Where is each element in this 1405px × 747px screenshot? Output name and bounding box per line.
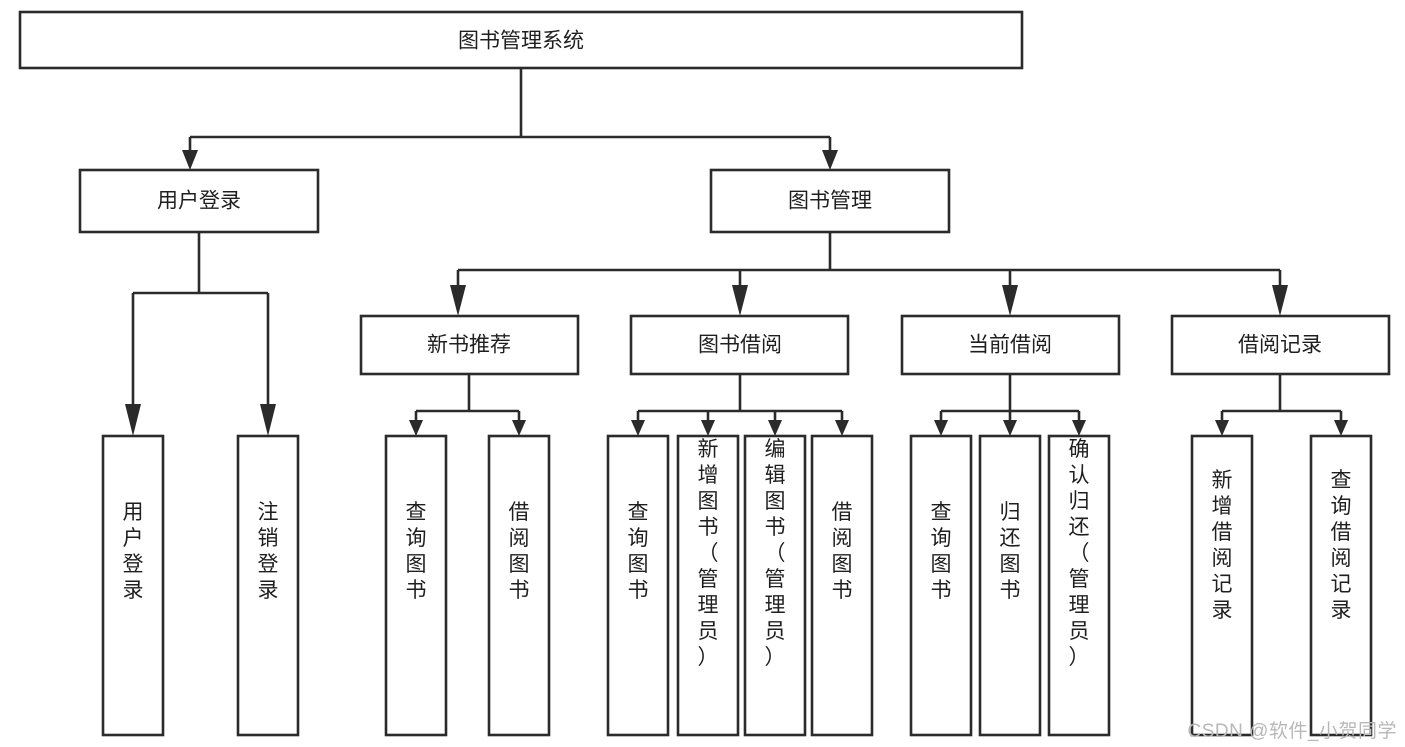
leaf-label: 归还图书 — [1000, 501, 1021, 602]
node-root-label: 图书管理系统 — [458, 30, 584, 53]
arrowhead-icon — [450, 285, 466, 316]
node-book-management-box[interactable] — [709, 168, 951, 234]
leaf-box[interactable] — [978, 434, 1042, 737]
arrowhead-icon — [1072, 420, 1086, 436]
node-current-borrow-label: 当前借阅 — [968, 334, 1052, 357]
leaf-label: 查询图书 — [628, 501, 649, 602]
arrowhead-icon — [260, 404, 276, 436]
leaf-label: 查询图书 — [931, 501, 952, 602]
node-book-borrow-label: 图书借阅 — [698, 334, 782, 357]
leaf-box[interactable] — [1047, 434, 1111, 737]
leaf-box[interactable] — [676, 434, 740, 737]
node-book-management-label: 图书管理 — [788, 190, 872, 213]
leaf-box[interactable] — [810, 434, 874, 737]
node-current-borrow[interactable]: 当前借阅 — [900, 314, 1121, 376]
node-user-login-box[interactable] — [78, 168, 320, 234]
leaf-label: 注销登录 — [258, 501, 279, 602]
node-book-borrow[interactable]: 图书借阅 — [629, 314, 850, 376]
arrowhead-icon — [768, 420, 782, 436]
leaf-new-book-1[interactable]: 查询图书 — [384, 434, 448, 737]
leaf-label: 新增图书（管理员） — [698, 438, 719, 669]
leaf-box[interactable] — [1190, 434, 1254, 737]
leaf-box[interactable] — [606, 434, 670, 737]
node-new-book-recommend[interactable]: 新书推荐 — [359, 314, 580, 376]
leaf-label: 用户登录 — [123, 501, 144, 602]
node-borrow-record-label: 借阅记录 — [1238, 334, 1322, 357]
csdn-watermark: CSDN @软件_小贺同学 — [1187, 721, 1397, 742]
arrowhead-icon — [1215, 420, 1229, 436]
node-new-book-recommend-label: 新书推荐 — [427, 334, 511, 357]
leaf-book-borrow-3[interactable]: 编辑图书（管理员） — [743, 434, 807, 737]
arrowhead-icon — [631, 420, 645, 436]
leaf-box[interactable] — [487, 434, 551, 737]
leaf-current-borrow-3[interactable]: 确认归还（管理员） — [1047, 434, 1111, 737]
leaf-new-book-2[interactable]: 借阅图书 — [487, 434, 551, 737]
leaf-box[interactable] — [101, 434, 165, 737]
leaf-label: 查询图书 — [406, 501, 427, 602]
node-new-book-recommend-box[interactable] — [359, 314, 580, 376]
leaf-user-login-1[interactable]: 用户登录 — [101, 434, 165, 737]
arrowhead-icon — [732, 285, 748, 316]
leaf-label: 借阅图书 — [509, 501, 530, 602]
arrowhead-icon — [934, 420, 948, 436]
arrowhead-icon — [409, 420, 423, 436]
leaf-book-borrow-2[interactable]: 新增图书（管理员） — [676, 434, 740, 737]
leaf-current-borrow-1[interactable]: 查询图书 — [909, 434, 973, 737]
arrowhead-icon — [835, 420, 849, 436]
leaf-book-borrow-1[interactable]: 查询图书 — [606, 434, 670, 737]
node-borrow-record-box[interactable] — [1170, 314, 1391, 376]
node-root-box[interactable] — [18, 10, 1024, 70]
leaf-user-login-2[interactable]: 注销登录 — [236, 434, 300, 737]
leaf-label: 新增借阅记录 — [1212, 469, 1233, 622]
arrowhead-icon — [822, 150, 838, 170]
node-current-borrow-box[interactable] — [900, 314, 1121, 376]
node-user-login-label: 用户登录 — [157, 190, 241, 213]
leaf-box[interactable] — [236, 434, 300, 737]
leaf-label: 查询借阅记录 — [1331, 469, 1352, 622]
node-borrow-record[interactable]: 借阅记录 — [1170, 314, 1391, 376]
leaf-current-borrow-2[interactable]: 归还图书 — [978, 434, 1042, 737]
arrowhead-icon — [1334, 420, 1348, 436]
arrowhead-icon — [1003, 420, 1017, 436]
leaf-label: 编辑图书（管理员） — [765, 438, 786, 669]
arrowhead-icon — [182, 150, 198, 170]
arrowheads-group — [125, 150, 1348, 436]
leaf-borrow-record-1[interactable]: 新增借阅记录 — [1190, 434, 1254, 737]
arrowhead-icon — [701, 420, 715, 436]
node-user-login[interactable]: 用户登录 — [78, 168, 320, 234]
arrowhead-icon — [1002, 285, 1018, 316]
arrowhead-icon — [1272, 285, 1288, 316]
leaf-box[interactable] — [1309, 434, 1373, 737]
leaf-book-borrow-4[interactable]: 借阅图书 — [810, 434, 874, 737]
leaf-box[interactable] — [743, 434, 807, 737]
leaf-box[interactable] — [384, 434, 448, 737]
leaf-box[interactable] — [909, 434, 973, 737]
node-root-system[interactable]: 图书管理系统 — [18, 10, 1024, 70]
connectors-group — [131, 68, 1343, 420]
leaf-label: 确认归还（管理员） — [1069, 438, 1090, 669]
leaf-borrow-record-2[interactable]: 查询借阅记录 — [1309, 434, 1373, 737]
arrowhead-icon — [125, 404, 141, 436]
leaf-label: 借阅图书 — [832, 501, 853, 602]
node-book-management[interactable]: 图书管理 — [709, 168, 951, 234]
arrowhead-icon — [512, 420, 526, 436]
node-book-borrow-box[interactable] — [629, 314, 850, 376]
